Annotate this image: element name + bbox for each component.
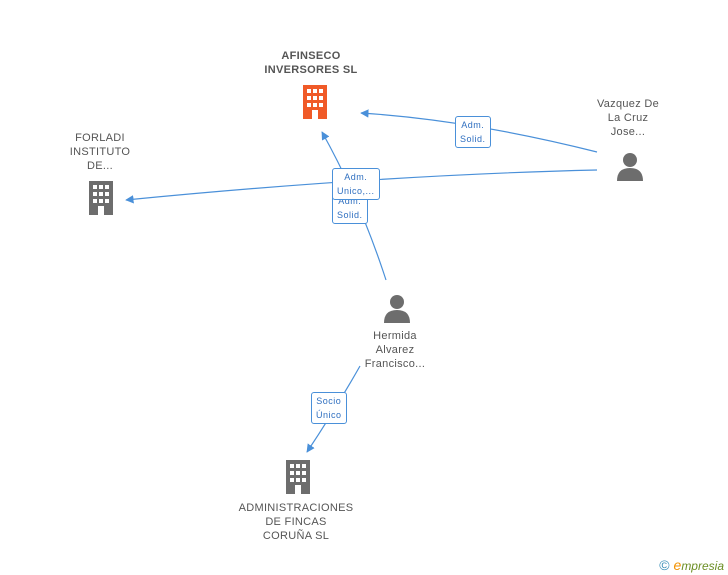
node-label-line: Vazquez De	[596, 98, 660, 110]
edge-label-line: Único	[316, 410, 342, 420]
node-label-hermida[interactable]: Hermida Alvarez Francisco...	[350, 329, 440, 371]
node-label-line: INSTITUTO	[69, 146, 131, 158]
node-label-line: Alvarez	[375, 344, 415, 356]
node-label-afinseco[interactable]: AFINSECO INVERSORES SL	[250, 49, 372, 77]
edge-label-line: Adm.	[338, 196, 362, 206]
node-label-forladi[interactable]: FORLADI INSTITUTO DE...	[55, 131, 145, 173]
brand-name: mpresia	[681, 559, 724, 573]
node-label-line: DE FINCAS	[265, 516, 327, 528]
edge-label-line: Unico,...	[337, 186, 375, 196]
edge-label-hermida-administraciones[interactable]: Socio Único	[311, 392, 347, 424]
person-icon[interactable]	[382, 293, 412, 328]
edge-label-hermida-forladi[interactable]: Adm. Unico,...	[332, 168, 380, 200]
edge-label-line: Socio	[316, 396, 342, 406]
building-icon[interactable]	[283, 460, 313, 499]
brand-initial: e	[673, 557, 682, 573]
building-icon[interactable]	[300, 85, 330, 124]
node-label-line: Jose...	[610, 126, 646, 138]
edge-label-line: Adm.	[461, 120, 485, 130]
node-label-vazquez[interactable]: Vazquez De La Cruz Jose...	[580, 97, 676, 139]
node-label-line: AFINSECO	[281, 50, 341, 62]
node-label-line: DE...	[87, 160, 113, 172]
node-label-line: INVERSORES SL	[264, 64, 358, 76]
building-icon[interactable]	[86, 181, 116, 220]
node-label-line: CORUÑA SL	[262, 530, 330, 542]
brand-logo: ©empresia	[659, 557, 724, 573]
edge-label-line: Adm.	[344, 172, 368, 182]
node-label-line: La Cruz	[607, 112, 649, 124]
node-label-line: Hermida	[373, 330, 417, 342]
person-icon[interactable]	[615, 151, 645, 186]
node-label-line: FORLADI	[75, 132, 125, 144]
edge-label-line: Solid.	[460, 134, 486, 144]
node-label-administraciones[interactable]: ADMINISTRACIONES DE FINCAS CORUÑA SL	[236, 501, 356, 543]
edge-label-line: Solid.	[337, 210, 363, 220]
node-label-line: Francisco...	[364, 358, 426, 370]
node-label-line: ADMINISTRACIONES	[238, 502, 354, 514]
edge-label-vazquez-afinseco[interactable]: Adm. Solid.	[455, 116, 491, 148]
copyright-icon: ©	[659, 557, 670, 573]
